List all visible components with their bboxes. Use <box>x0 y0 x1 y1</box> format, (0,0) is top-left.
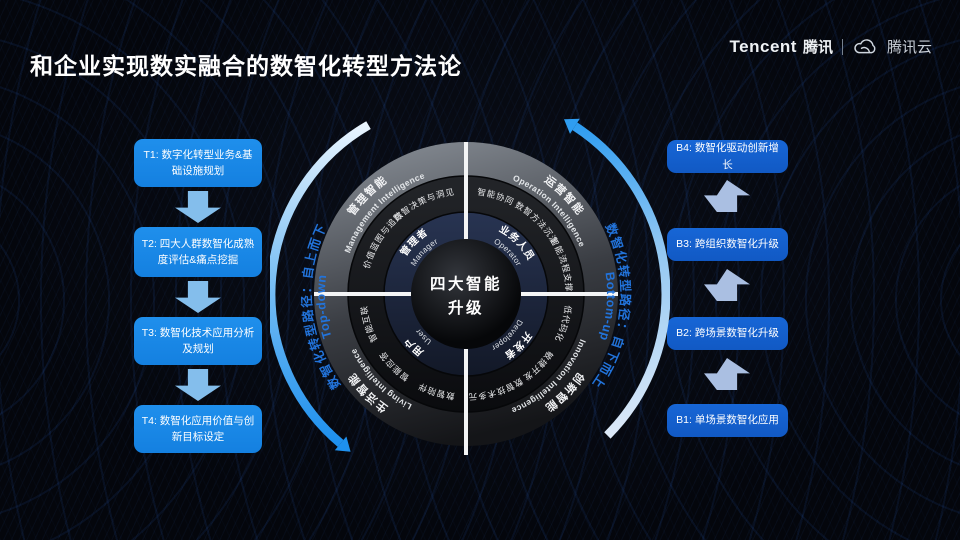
step-t2: T2: 四大人群数智化成熟度评估&痛点挖掘 <box>134 227 262 277</box>
topdown-flow: T1: 数字化转型业务&基础设施规划 T2: 四大人群数智化成熟度评估&痛点挖掘… <box>134 139 262 453</box>
arrow-down-icon <box>175 281 221 313</box>
step-b1: B1: 单场景数智化应用 <box>667 404 788 437</box>
tencent-cloud-icon <box>854 38 876 53</box>
bottomup-curved-arrow <box>564 118 671 439</box>
step-t4: T4: 数智化应用价值与创新目标设定 <box>134 405 262 453</box>
arrowhead-icon <box>564 118 580 134</box>
center-title-line1: 四大智能 <box>430 274 502 293</box>
arrow-up-icon <box>704 358 750 390</box>
arrowhead-icon <box>334 436 351 452</box>
tencent-logo-en: Tencent <box>729 36 797 56</box>
tencent-logo: Tencent 腾讯 腾讯云 <box>730 36 932 57</box>
step-b2: B2: 跨场景数智化升级 <box>667 317 788 350</box>
arrow-up-icon <box>704 269 750 301</box>
bottomup-flow: B4: 数智化驱动创新增长 B3: 跨组织数智化升级 B2: 跨场景数智化升级 … <box>667 140 788 440</box>
quadrant-dividers <box>314 142 618 455</box>
step-b4: B4: 数智化驱动创新增长 <box>667 140 788 173</box>
step-t1: T1: 数字化转型业务&基础设施规划 <box>134 139 262 187</box>
arrow-down-icon <box>175 369 221 401</box>
step-t3: T3: 数智化技术应用分析及规划 <box>134 317 262 365</box>
logo-divider <box>841 38 843 55</box>
topdown-curved-arrow <box>266 121 371 452</box>
wheel-svg: 四大智能 升级 管理智能 Management Intelligence 运营智… <box>266 118 671 455</box>
tencent-logo-zh: 腾讯 <box>802 39 833 56</box>
arrow-up-icon <box>704 180 750 212</box>
center-title-line2: 升级 <box>448 298 484 317</box>
center-hub <box>411 239 521 349</box>
page-title: 和企业实现数实融合的数智化转型方法论 <box>30 53 462 80</box>
arrow-down-icon <box>175 191 221 223</box>
tencent-cloud-label: 腾讯云 <box>886 39 932 56</box>
intelligence-wheel: 四大智能 升级 管理智能 Management Intelligence 运营智… <box>266 115 671 465</box>
step-b3: B3: 跨组织数智化升级 <box>667 228 788 261</box>
